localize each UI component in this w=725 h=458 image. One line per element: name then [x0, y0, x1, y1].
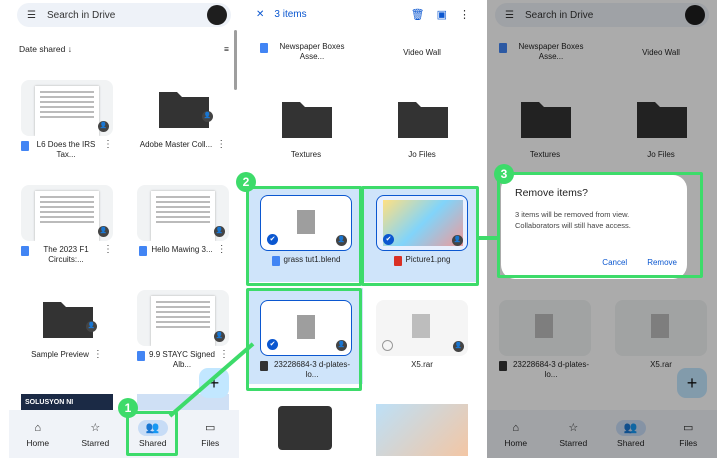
partial-thumbnail: SOLUSYON NI: [21, 394, 113, 412]
home-icon: ⌂: [34, 422, 42, 434]
file-tile[interactable]: 👤 9.9 STAYC Signed Alb...⋮: [137, 290, 229, 370]
callout-connector-2-3: [478, 236, 498, 240]
folder-thumbnail: [278, 406, 332, 450]
folder-tile[interactable]: Textures: [260, 90, 352, 160]
folder-tile[interactable]: Jo Files: [615, 90, 707, 160]
dialog-body: 3 items will be removed from view. Colla…: [515, 210, 631, 230]
scrollbar[interactable]: [234, 30, 237, 90]
nav-files[interactable]: ▭Files: [679, 422, 698, 448]
arrow-down-icon: ↓: [67, 44, 72, 54]
file-tile[interactable]: Newspaper Boxes Asse...: [260, 36, 352, 62]
remove-button[interactable]: Remove: [647, 258, 677, 267]
add-button[interactable]: +: [677, 368, 707, 398]
folder-icon: ▭: [205, 422, 216, 434]
folder-icon: [159, 92, 209, 128]
file-tile[interactable]: 23228684-3 d-plates-lo...: [499, 300, 591, 380]
nav-starred[interactable]: ☆Starred: [559, 422, 588, 448]
star-icon: ☆: [90, 422, 101, 434]
close-icon[interactable]: ✕: [256, 8, 265, 20]
nav-shared[interactable]: 👥Shared: [615, 420, 646, 448]
file-tile[interactable]: 👤 Hello Mawing 3...⋮: [137, 185, 229, 256]
callout-box-2b: [361, 186, 479, 286]
folder-tile[interactable]: Textures: [499, 90, 591, 160]
nav-shared[interactable]: 👥Shared: [137, 420, 168, 448]
nav-home[interactable]: ⌂Home: [504, 422, 528, 448]
delete-icon[interactable]: 🗑: [410, 8, 425, 21]
selection-toolbar: ✕ 3 items 🗑 ▣ ⋮: [248, 0, 478, 28]
nav-home[interactable]: ⌂Home: [18, 420, 58, 448]
callout-box-2c: [246, 288, 362, 391]
dialog-title: Remove items?: [515, 187, 588, 199]
callout-number-1: 1: [118, 398, 138, 418]
select-all-icon[interactable]: ▣: [436, 8, 447, 21]
search-bar[interactable]: ☰ Search in Drive: [495, 3, 709, 27]
image-icon: [393, 256, 402, 266]
checkmark-icon: ✔: [267, 234, 278, 245]
more-icon[interactable]: ⋮: [459, 8, 470, 21]
folder-tile[interactable]: Video Wall: [642, 48, 680, 57]
bottom-navigation: ⌂Home ☆Starred 👥Shared ▭Files: [487, 410, 717, 458]
selected-file-tile[interactable]: ✔ 👤 grass tut1.blend: [260, 195, 352, 266]
file-tile[interactable]: 👤 The 2023 F1 Circuits:...⋮: [21, 185, 113, 265]
file-icon: [297, 210, 315, 234]
archive-icon: [297, 315, 315, 339]
callout-number-3: 3: [494, 164, 514, 184]
doc-icon: [21, 141, 29, 151]
file-tile[interactable]: 👤 L6 Does the IRS Tax...⋮: [21, 80, 113, 160]
callout-box-2a: [246, 186, 362, 286]
shared-icon: 👤: [98, 121, 109, 132]
selection-count: 3 items: [274, 8, 307, 20]
people-icon: 👥: [137, 420, 168, 436]
image-thumbnail: [383, 200, 463, 246]
bottom-navigation: ⌂Home ☆Starred 👥Shared ▭Files: [9, 410, 239, 458]
menu-icon[interactable]: ☰: [27, 9, 36, 21]
file-tile[interactable]: Newspaper Boxes Asse...: [499, 36, 591, 62]
photo-thumbnail: [376, 404, 468, 456]
sort-button[interactable]: Date shared ↓: [19, 44, 72, 54]
search-text: Search in Drive: [47, 9, 116, 21]
cancel-button[interactable]: Cancel: [602, 258, 628, 267]
phone-panel-1: ☰ Search in Drive Date shared ↓ ≡ 👤 L6 D…: [9, 0, 239, 458]
avatar[interactable]: [207, 5, 227, 25]
sort-row: Date shared ↓ ≡: [19, 44, 229, 54]
phone-panel-3: ☰ Search in Drive Newspaper Boxes Asse..…: [487, 0, 717, 458]
remove-items-dialog: Remove items? 3 items will be removed fr…: [501, 175, 687, 279]
search-bar[interactable]: ☰ Search in Drive: [17, 3, 231, 27]
folder-tile[interactable]: Jo Files: [376, 90, 468, 160]
folder-tile[interactable]: 👤 Sample Preview⋮: [21, 290, 113, 360]
phone-panel-2: ✕ 3 items 🗑 ▣ ⋮ Newspaper Boxes Asse... …: [248, 0, 478, 458]
file-tile[interactable]: X5.rar: [615, 300, 707, 370]
callout-number-2: 2: [236, 172, 256, 192]
file-tile[interactable]: 👤 X5.rar: [376, 300, 468, 370]
selected-file-tile[interactable]: ✔ 👤 23228684-3 d-plates-lo...: [260, 300, 352, 380]
more-icon: ⋮: [103, 139, 113, 150]
nav-files[interactable]: ▭Files: [190, 420, 230, 448]
folder-tile[interactable]: Video Wall: [403, 48, 441, 57]
folder-tile[interactable]: 👤 Adobe Master Coll...⋮: [137, 80, 229, 150]
nav-starred[interactable]: ☆Starred: [81, 422, 110, 448]
selected-file-tile[interactable]: ✔ 👤 Picture1.png: [376, 195, 468, 266]
list-view-icon[interactable]: ≡: [224, 44, 229, 54]
menu-icon: ☰: [505, 9, 514, 21]
callout-box-1: [126, 411, 178, 456]
callout-box-3: [497, 172, 703, 278]
